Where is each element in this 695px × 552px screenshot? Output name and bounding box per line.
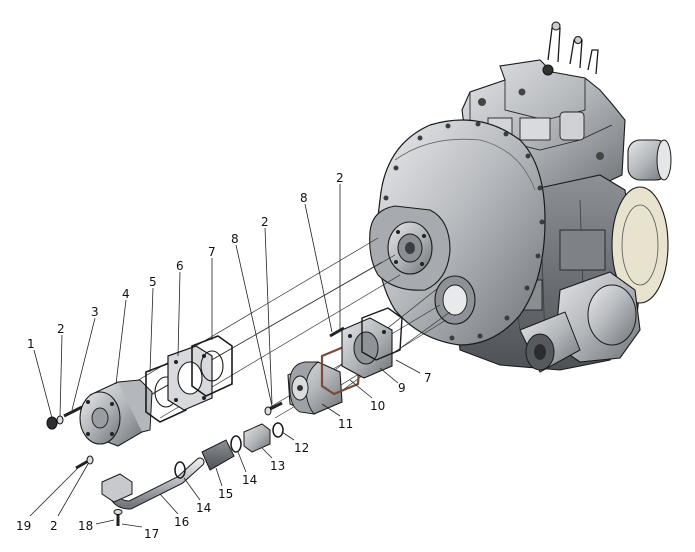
- transmission-assembly: [369, 21, 672, 373]
- part-13-fitting: [243, 423, 271, 453]
- part-11-gear-pump: [287, 361, 343, 415]
- callout-16: 16: [174, 515, 189, 529]
- callout-3: 3: [91, 305, 99, 319]
- callout-2-lower: 2: [50, 519, 58, 533]
- part-12-o-ring: [272, 422, 284, 438]
- callout-18: 18: [78, 519, 93, 533]
- flywheel-disc: [611, 186, 669, 304]
- part-2-washer: [56, 415, 64, 425]
- part-3-stud: [63, 405, 83, 418]
- callout-9: 9: [398, 381, 406, 395]
- callout-6: 6: [176, 259, 184, 273]
- part-8-bolt: [329, 326, 345, 338]
- part-14-clamp-lower: [174, 461, 186, 479]
- callout-8-left: 8: [231, 232, 239, 246]
- callout-2-left: 2: [57, 322, 65, 336]
- callout-11: 11: [338, 417, 353, 431]
- part-4-filter-pump: [79, 379, 153, 447]
- part-15-hose: [201, 439, 235, 471]
- part-7-gasket-right: [361, 307, 403, 361]
- callout-17: 17: [144, 527, 159, 541]
- callout-2-right: 2: [336, 171, 344, 185]
- callout-12: 12: [294, 441, 309, 455]
- part-14-clamp-upper: [230, 435, 242, 453]
- callout-15: 15: [218, 487, 233, 501]
- callout-7-left: 7: [208, 245, 216, 259]
- housing-bolts: [383, 121, 545, 341]
- pipe-flange: [101, 473, 133, 503]
- callout-4: 4: [122, 287, 130, 301]
- callout-14-lower: 14: [196, 501, 211, 515]
- callout-7-right: 7: [424, 371, 432, 385]
- callout-8-right: 8: [300, 191, 308, 205]
- part-1-nut: [46, 416, 58, 430]
- callout-19: 19: [16, 519, 31, 533]
- callout-2-middle: 2: [261, 215, 269, 229]
- callout-5: 5: [149, 275, 157, 289]
- shift-linkage: [547, 27, 599, 75]
- callout-10: 10: [370, 399, 385, 413]
- leader-lines: [29, 184, 421, 528]
- part-7-gasket: [191, 335, 233, 397]
- callout-labels: 1 2 3 4 5 6 7 8 2 8 2 7 9 10 11 12 13 14…: [16, 171, 432, 541]
- callout-13: 13: [270, 459, 285, 473]
- callout-1: 1: [27, 337, 35, 351]
- callout-14-upper: 14: [242, 473, 257, 487]
